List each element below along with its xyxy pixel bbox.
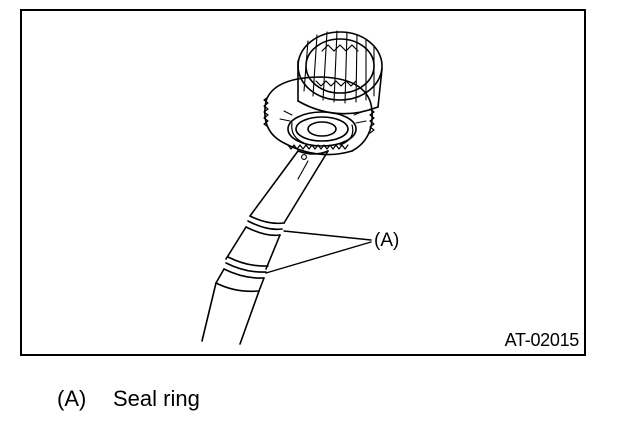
callout-label-a: (A) — [374, 230, 400, 251]
seal-ring-upper — [245, 215, 285, 237]
shaft-gear-illustration — [201, 30, 383, 345]
shaft — [201, 150, 329, 345]
legend: (A) Seal ring — [57, 385, 200, 413]
legend-text: Seal ring — [113, 386, 200, 411]
figure-id: AT-02015 — [504, 330, 580, 350]
legend-key: (A) — [57, 386, 87, 411]
seal-ring-lower — [223, 256, 269, 279]
figure-frame: (A) AT-02015 — [20, 9, 586, 356]
callout-leader-lines — [265, 230, 372, 274]
lower-gear — [263, 76, 375, 156]
